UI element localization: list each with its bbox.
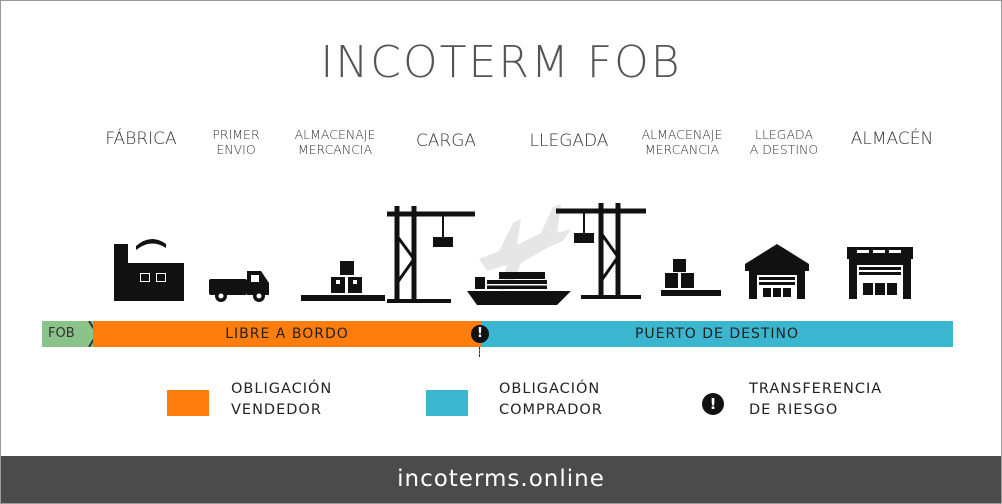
legend-line: DE RIESGO: [749, 402, 839, 419]
stage-label-llegada-destino: LLEGADA A DESTINO: [736, 127, 832, 157]
stage-label-fabrica: FÁBRICA: [81, 129, 201, 149]
stage-label-primer-envio: PRIMER ENVIO: [196, 127, 276, 157]
factory-icon: [114, 238, 184, 301]
stage-line: ENVIO: [216, 142, 256, 157]
stage-line: ALMACENAJE: [641, 127, 723, 142]
seller-segment: LIBRE A BORDO: [93, 321, 481, 347]
stage-line: FÁBRICA: [105, 129, 177, 149]
stage-line: LLEGADA: [529, 131, 609, 151]
legend-seller: OBLIGACIÓN VENDEDOR: [231, 379, 332, 421]
seller-segment-label: LIBRE A BORDO: [225, 326, 349, 342]
stage-line: MERCANCIA: [297, 142, 373, 157]
risk-divider: [479, 347, 481, 357]
buyer-swatch: [426, 390, 468, 416]
buyer-segment-label: PUERTO DE DESTINO: [634, 326, 800, 342]
fob-segment: FOB: [42, 321, 94, 347]
ship-icon: [467, 272, 571, 305]
stage-label-almacenaje: ALMACENAJE MERCANCIA: [276, 127, 394, 157]
legend-risk: TRANSFERENCIA DE RIESGO: [749, 379, 882, 421]
risk-legend-icon: !: [702, 393, 724, 415]
legend-line: OBLIGACIÓN: [231, 381, 333, 397]
crane-icon: [387, 206, 475, 303]
fob-label: FOB: [48, 326, 75, 341]
boxes-icon: [301, 261, 385, 301]
page-title: INCOTERM FOB: [320, 37, 682, 88]
stage-label-almacen: ALMACÉN: [833, 129, 951, 149]
risk-transfer-icon: !: [471, 325, 489, 343]
stage-line: ALMACÉN: [850, 129, 934, 149]
seller-swatch: [167, 390, 209, 416]
crane-icon: [556, 203, 646, 299]
legend-line: TRANSFERENCIA: [749, 381, 883, 397]
process-icons: [114, 203, 913, 305]
stage-label-llegada: LLEGADA: [513, 131, 625, 151]
legend-line: OBLIGACIÓN: [499, 381, 601, 397]
stage-line: LLEGADA: [754, 127, 814, 142]
warehouse-icon: [847, 247, 913, 299]
stage-line: ALMACENAJE: [294, 127, 376, 142]
boxes-icon: [661, 259, 721, 296]
airplane-icon: [479, 204, 571, 291]
warehouse-icon: [745, 244, 809, 299]
footer-site: incoterms.online: [1, 456, 1001, 503]
legend-line: COMPRADOR: [499, 402, 603, 419]
legend-buyer: OBLIGACIÓN COMPRADOR: [499, 379, 603, 421]
buyer-segment: PUERTO DE DESTINO: [481, 321, 953, 347]
stage-line: CARGA: [415, 131, 477, 151]
legend-line: VENDEDOR: [231, 402, 322, 419]
stage-line: MERCANCIA: [644, 142, 720, 157]
stage-label-almacenaje-destino: ALMACENAJE MERCANCIA: [623, 127, 741, 157]
truck-icon: [209, 271, 269, 302]
stage-label-carga: CARGA: [396, 131, 496, 151]
stage-line: PRIMER: [212, 127, 260, 142]
stage-line: A DESTINO: [749, 142, 819, 157]
